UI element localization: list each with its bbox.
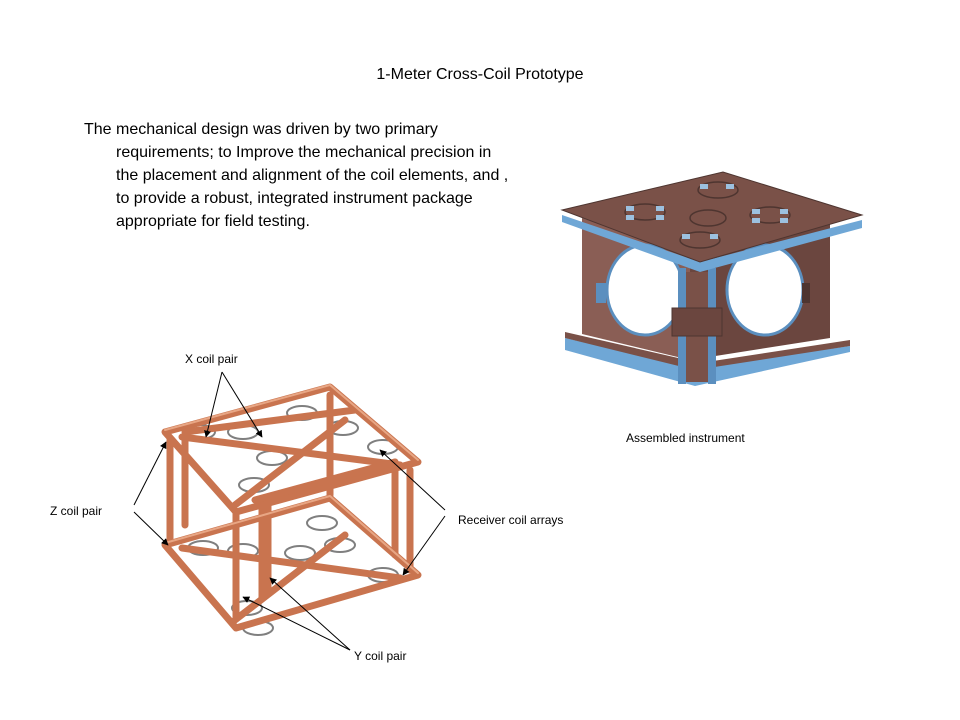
design-description: The mechanical design was driven by two …	[84, 121, 509, 230]
coil-frame	[161, 383, 422, 632]
receiver-coil-label: Receiver coil arrays	[458, 513, 564, 527]
y-coil-label: Y coil pair	[354, 649, 407, 663]
instrument-housing	[560, 171, 864, 386]
leader-arrows	[133, 371, 446, 651]
x-coil-label: X coil pair	[185, 352, 238, 366]
slide-title: 1-Meter Cross-Coil Prototype	[376, 66, 584, 83]
assembled-instrument-label: Assembled instrument	[626, 431, 745, 445]
z-coil-label: Z coil pair	[50, 504, 103, 518]
